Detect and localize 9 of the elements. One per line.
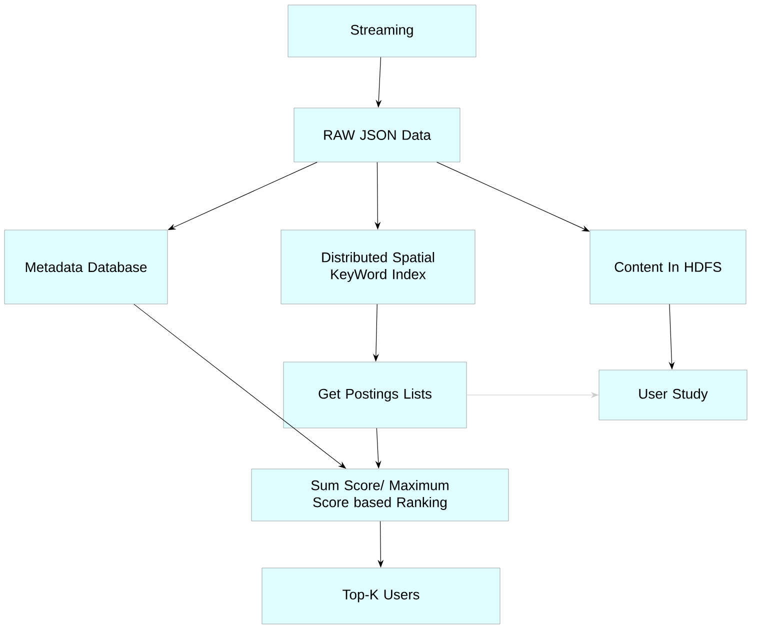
process-box: Streaming [288, 4, 476, 58]
process-box: RAW JSON Data [294, 108, 460, 162]
process-box: Metadata Database [4, 230, 168, 304]
process-box: Distributed Spatial KeyWord Index [280, 230, 476, 304]
process-box: Top-K Users [262, 568, 500, 624]
process-box: Get Postings Lists [283, 362, 467, 428]
process-box: Sum Score/ Maximum Score based Ranking [251, 468, 509, 522]
process-box: User Study [598, 370, 748, 420]
process-box: Content In HDFS [590, 230, 746, 304]
